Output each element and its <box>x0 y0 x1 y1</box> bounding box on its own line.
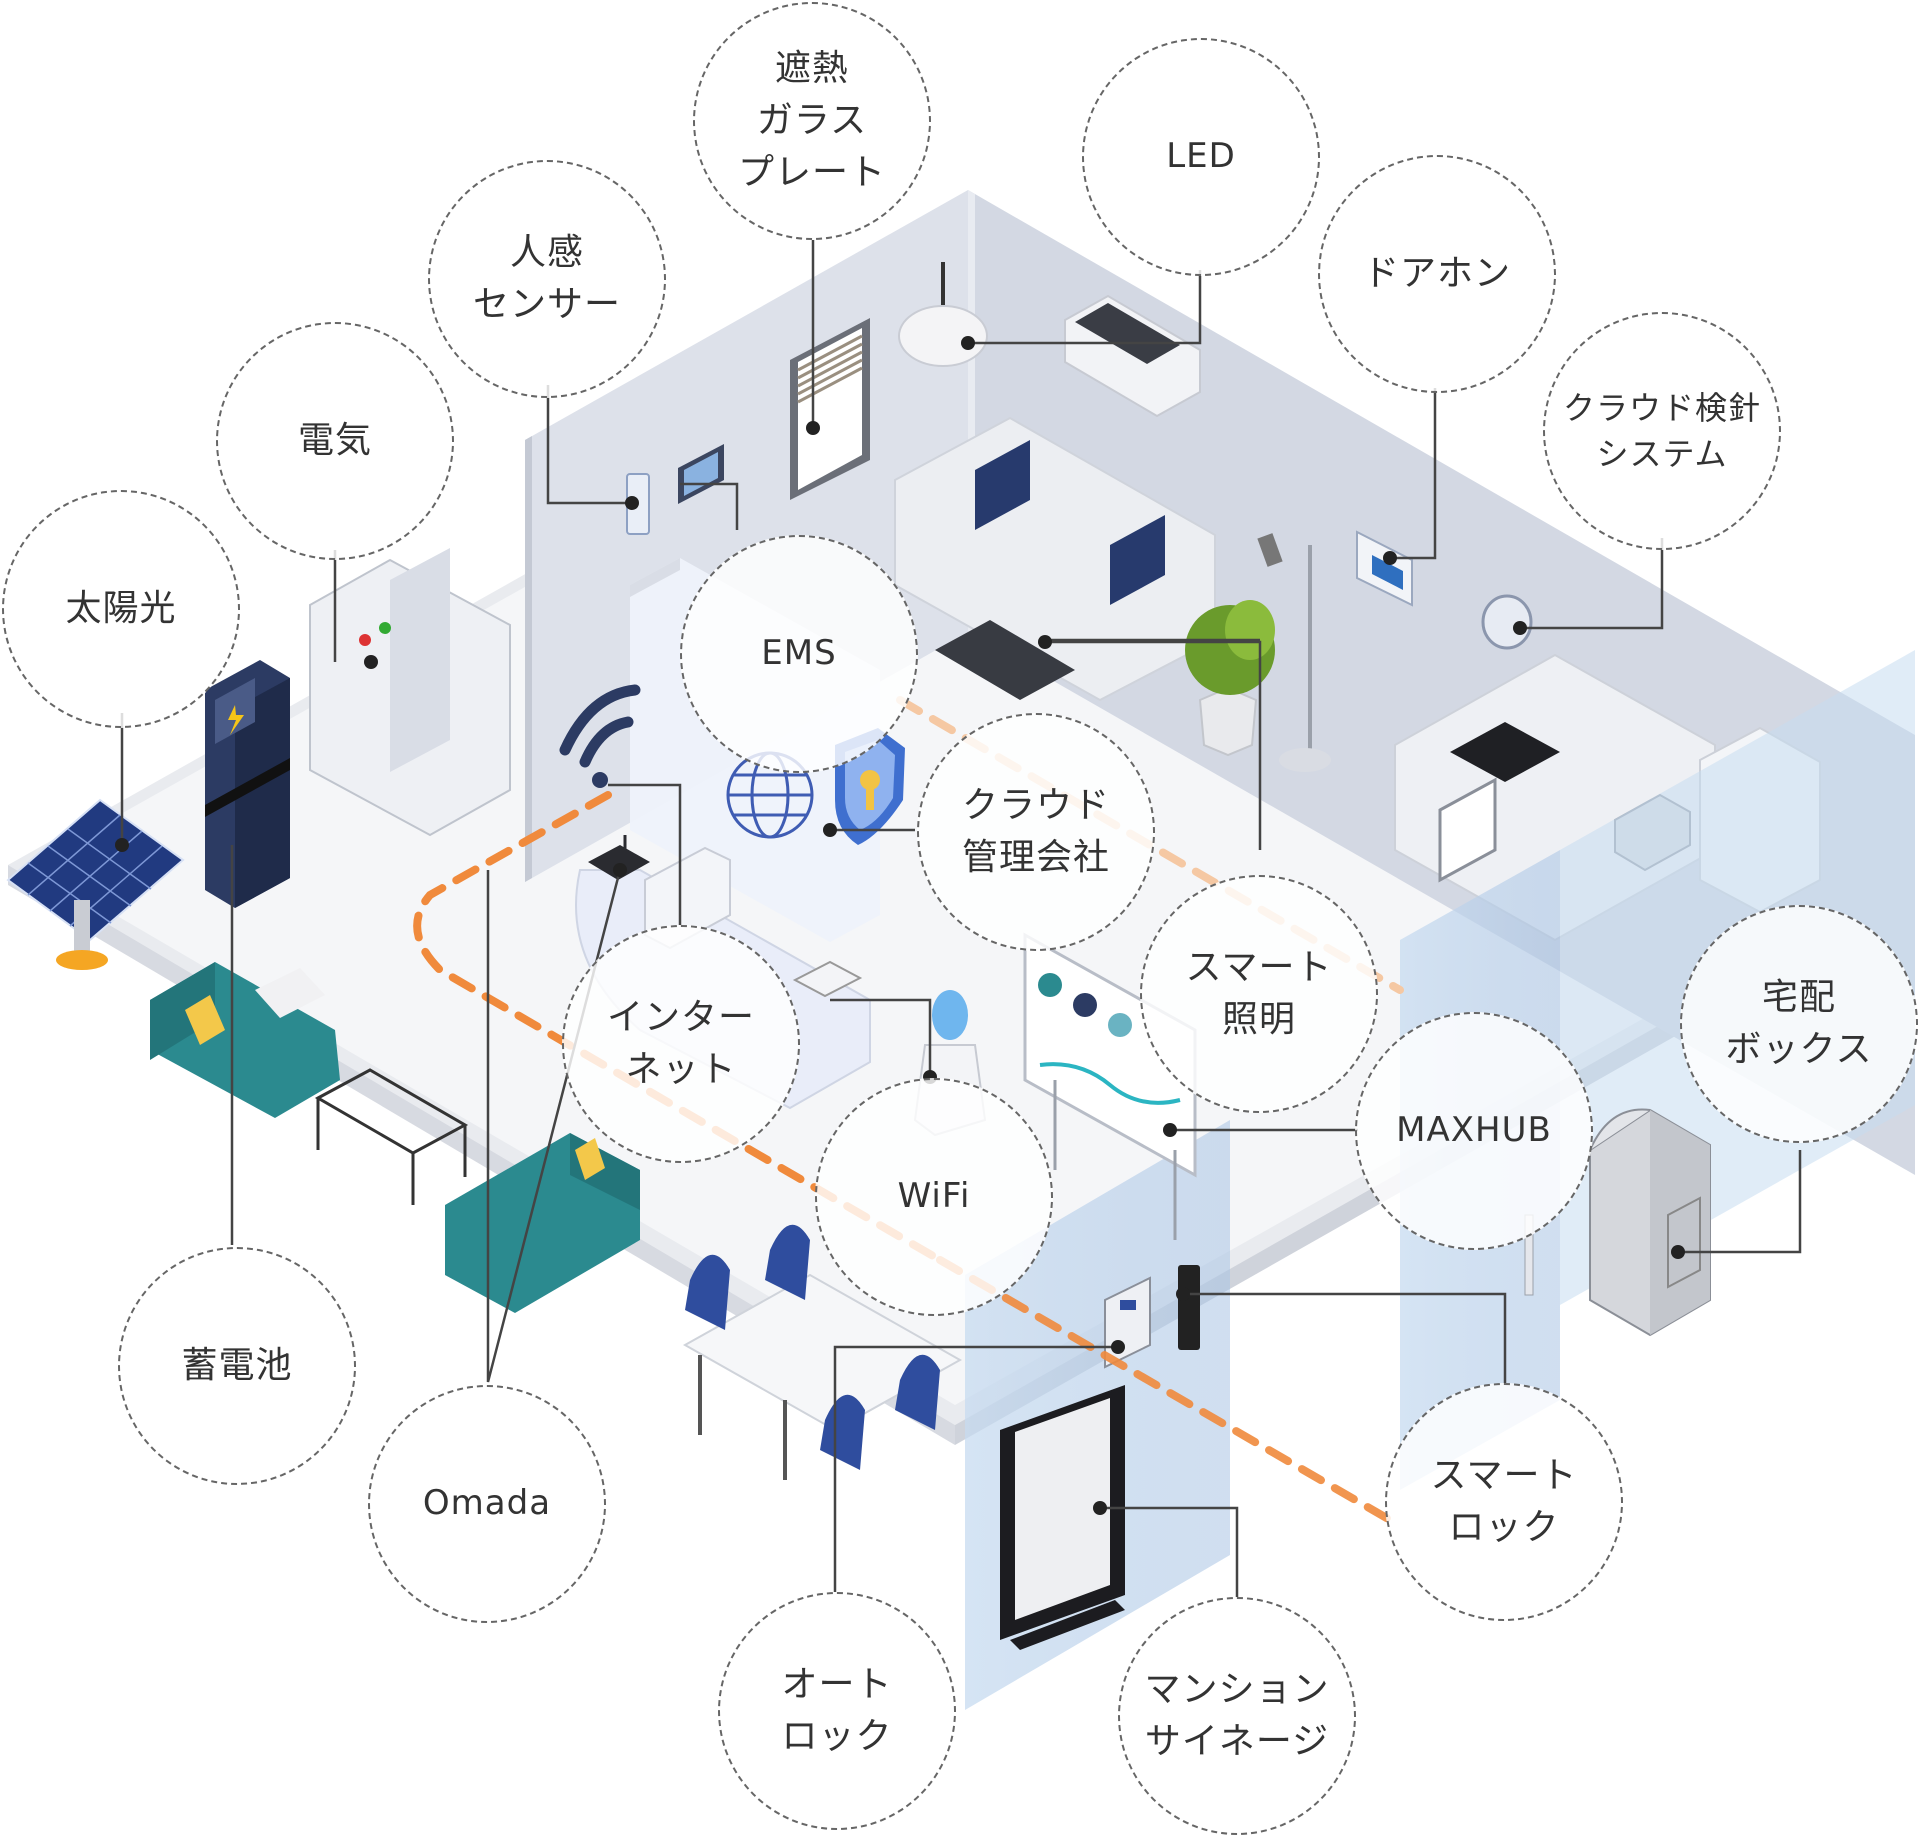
label-text: オート <box>781 1663 893 1705</box>
signage-icon <box>1000 1385 1125 1650</box>
label-text: 管理会社 <box>961 837 1110 878</box>
label-motion-sensor: 人感 センサー <box>428 160 666 398</box>
sofa-icon <box>894 416 1216 702</box>
label-electricity: 電気 <box>216 322 454 560</box>
label-text: スマート <box>1185 946 1333 988</box>
label-text: クラウド検針 <box>1562 388 1761 427</box>
meter-icon <box>1481 594 1533 650</box>
label-led: LED <box>1082 38 1320 276</box>
label-wifi: WiFi <box>815 1078 1053 1316</box>
label-internet: インター ネット <box>562 925 800 1163</box>
label-text: 遮熱 <box>774 47 849 89</box>
router-icon <box>588 835 650 880</box>
label-smart-lighting: スマート 照明 <box>1140 875 1378 1113</box>
air-conditioner-icon <box>1064 294 1201 418</box>
label-smart-lock: スマート ロック <box>1385 1383 1623 1621</box>
battery-icon <box>205 660 290 908</box>
label-text: 蓄電池 <box>181 1344 293 1386</box>
label-text: インター <box>606 996 755 1038</box>
label-signage: マンション サイネージ <box>1118 1597 1356 1835</box>
label-heat-glass: 遮熱 ガラス プレート <box>693 2 931 240</box>
label-text: 宅配 <box>1761 976 1836 1018</box>
label-text: WiFi <box>897 1176 971 1217</box>
label-delivery-box: 宅配 ボックス <box>1680 905 1918 1143</box>
label-text: Omada <box>422 1483 552 1524</box>
label-text: 電気 <box>297 419 372 461</box>
label-text: ロック <box>1448 1507 1560 1548</box>
label-ems: EMS <box>680 535 918 773</box>
leader-lines <box>120 240 1802 1597</box>
label-solar: 太陽光 <box>2 490 240 728</box>
label-omada: Omada <box>368 1385 606 1623</box>
label-text: ネット <box>625 1049 737 1090</box>
label-text: EMS <box>761 633 837 674</box>
armchair-icon <box>150 962 340 1118</box>
coffee-table-icon <box>314 1068 469 1205</box>
leader-dots <box>115 336 1685 1515</box>
label-text: ドアホン <box>1362 252 1511 294</box>
lamp-icon <box>898 262 988 367</box>
label-text: プレート <box>737 152 886 194</box>
label-text: ガラス <box>756 99 868 141</box>
solar-panel-icon <box>6 798 185 970</box>
label-cloud-management: クラウド 管理会社 <box>917 713 1155 951</box>
label-maxhub: MAXHUB <box>1355 1012 1593 1250</box>
label-auto-lock: オート ロック <box>718 1592 956 1830</box>
plant-icon <box>1185 600 1275 757</box>
label-text: 照明 <box>1221 999 1296 1040</box>
mailbox-icon <box>1589 1108 1711 1337</box>
window-icon <box>790 318 870 500</box>
label-text: サイネージ <box>1144 1721 1330 1762</box>
sofa-front-icon <box>445 1133 640 1313</box>
floor-lamp-icon <box>1257 533 1331 772</box>
label-text: 太陽光 <box>65 587 177 629</box>
label-text: センサー <box>472 284 621 325</box>
switchboard-icon <box>309 548 511 837</box>
label-text: クラウド <box>961 784 1110 826</box>
label-storage-battery: 蓄電池 <box>118 1247 356 1485</box>
wifi-icon <box>559 684 641 788</box>
chair-icon <box>685 1224 940 1470</box>
label-text: ロック <box>781 1716 893 1757</box>
dining-table-icon <box>682 1273 963 1480</box>
label-text: LED <box>1166 136 1236 177</box>
whiteboard-icon <box>1023 932 1197 1240</box>
label-text: ボックス <box>1725 1029 1873 1070</box>
intercom-icon <box>1356 530 1413 607</box>
label-text: 人感 <box>509 231 584 273</box>
label-text: スマート <box>1430 1454 1578 1496</box>
label-cloud-metering: クラウド検針 システム <box>1543 312 1781 550</box>
label-text: MAXHUB <box>1396 1110 1552 1151</box>
label-text: マンション <box>1144 1668 1330 1710</box>
label-text: システム <box>1596 435 1728 473</box>
label-doorphone: ドアホン <box>1318 155 1556 393</box>
